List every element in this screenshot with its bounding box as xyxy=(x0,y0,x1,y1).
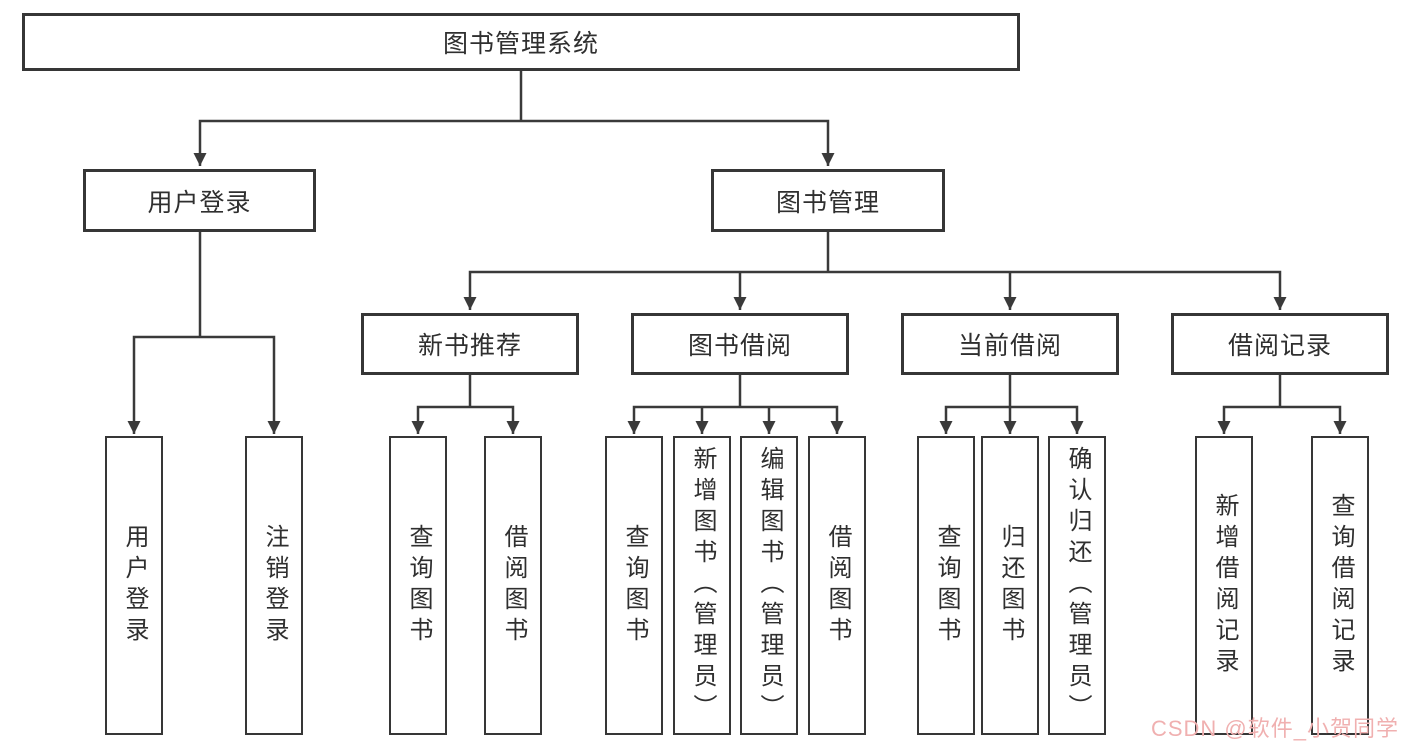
leaf-borrow-books: 借阅图书 xyxy=(808,436,866,735)
connector-borrow-branch xyxy=(627,405,844,434)
connector-record-branch xyxy=(1217,405,1347,434)
leaf-label: 借阅图书 xyxy=(500,523,527,648)
connector-mgmt-branch xyxy=(463,270,1287,310)
node-label: 用户登录 xyxy=(147,188,252,217)
node-book-management: 图书管理 xyxy=(711,169,945,232)
connector-root-branch xyxy=(193,119,835,166)
csdn-watermark: CSDN @软件_小贺同学 xyxy=(1150,716,1399,741)
leaf-return-books: 归还图书 xyxy=(981,436,1039,735)
leaf-label: 借阅图书 xyxy=(824,523,851,648)
leaf-label: 查询借阅记录 xyxy=(1327,492,1354,679)
node-label: 图书借阅 xyxy=(687,332,792,360)
leaf-label: 确认归还（管理员） xyxy=(1064,446,1091,725)
node-label: 图书管理 xyxy=(775,188,880,217)
leaf-label: 注销登录 xyxy=(261,523,288,648)
leaf-confirm-return-admin: 确认归还（管理员） xyxy=(1048,436,1106,735)
leaf-label: 编辑图书（管理员） xyxy=(756,446,783,725)
node-label: 新书推荐 xyxy=(417,332,522,360)
leaf-label: 用户登录 xyxy=(121,523,148,648)
leaf-edit-books-admin: 编辑图书（管理员） xyxy=(740,436,798,735)
leaf-label: 新增借阅记录 xyxy=(1211,492,1238,679)
leaf-query-borrow-record: 查询借阅记录 xyxy=(1311,436,1369,735)
node-current-borrow: 当前借阅 xyxy=(901,313,1119,375)
leaf-logout: 注销登录 xyxy=(245,436,303,735)
leaf-label: 新增图书（管理员） xyxy=(689,446,716,725)
node-label: 当前借阅 xyxy=(957,332,1062,360)
leaf-query-books-borrow: 查询图书 xyxy=(605,436,663,735)
node-borrow-record: 借阅记录 xyxy=(1171,313,1389,375)
node-label: 图书管理系统 xyxy=(442,30,599,58)
leaf-query-books-recommend: 查询图书 xyxy=(389,436,447,735)
leaf-user-login: 用户登录 xyxy=(105,436,163,735)
connector-current-branch xyxy=(939,405,1084,434)
node-new-book-recommend: 新书推荐 xyxy=(361,313,579,375)
leaf-label: 归还图书 xyxy=(997,523,1024,648)
leaf-label: 查询图书 xyxy=(621,523,648,648)
node-label: 借阅记录 xyxy=(1227,332,1332,360)
connector-login-branch xyxy=(127,335,281,434)
node-book-borrow: 图书借阅 xyxy=(631,313,849,375)
node-library-management-system: 图书管理系统 xyxy=(22,13,1020,71)
leaf-add-books-admin: 新增图书（管理员） xyxy=(673,436,731,735)
leaf-label: 查询图书 xyxy=(405,523,432,648)
node-user-login: 用户登录 xyxy=(83,169,316,232)
leaf-label: 查询图书 xyxy=(933,523,960,648)
leaf-query-books-current: 查询图书 xyxy=(917,436,975,735)
connector-recommend-branch xyxy=(411,405,520,434)
leaf-borrow-books-recommend: 借阅图书 xyxy=(484,436,542,735)
leaf-add-borrow-record: 新增借阅记录 xyxy=(1195,436,1253,735)
